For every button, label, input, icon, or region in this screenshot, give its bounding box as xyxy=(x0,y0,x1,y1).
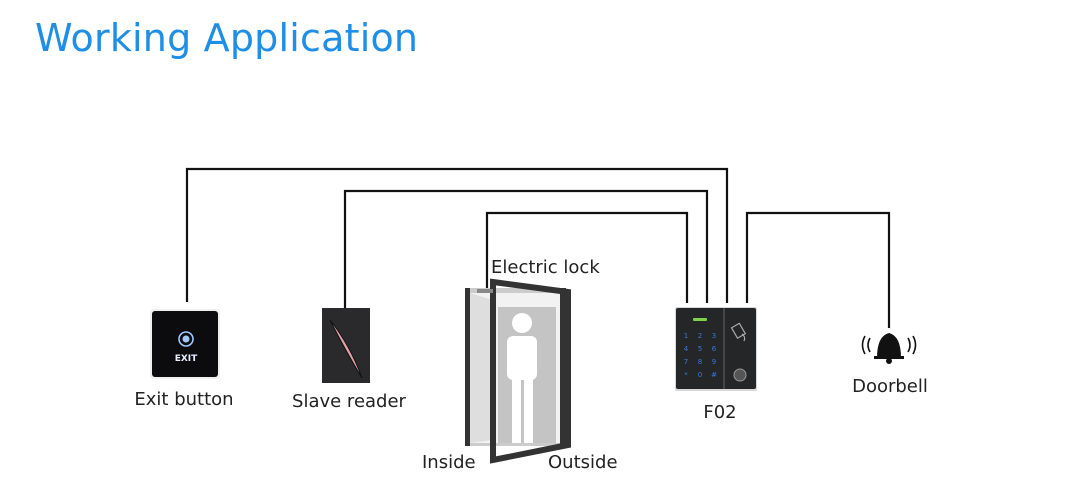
exit-button-device: EXIT xyxy=(150,309,220,379)
wire-slave-reader xyxy=(343,189,709,308)
slave-reader-device xyxy=(322,308,370,383)
outside-label: Outside xyxy=(548,452,618,473)
hand-icon xyxy=(178,331,194,347)
status-led xyxy=(693,318,707,321)
page-title: Working Application xyxy=(35,16,419,60)
keypad-key: 4 xyxy=(684,345,689,353)
electric-lock-icon xyxy=(477,289,493,293)
keypad-key: 6 xyxy=(712,345,717,353)
inside-label: Inside xyxy=(422,452,476,473)
keypad-key: # xyxy=(711,371,717,379)
f02-label: F02 xyxy=(703,402,736,423)
keypad: 1 2 3 4 5 6 7 8 9 * 0 # xyxy=(684,332,717,379)
keypad-key: * xyxy=(684,371,688,379)
keypad-key: 2 xyxy=(698,332,702,340)
doorbell-label: Doorbell xyxy=(852,376,928,397)
keypad-key: 3 xyxy=(712,332,716,340)
exit-button-label: Exit button xyxy=(134,389,233,410)
f02-keypad-device: 1 2 3 4 5 6 7 8 9 * 0 # xyxy=(675,307,757,391)
keypad-key: 7 xyxy=(684,358,688,366)
keypad-key: 5 xyxy=(698,345,702,353)
keypad-key: 1 xyxy=(684,332,688,340)
doorbell-icon xyxy=(861,333,917,364)
keypad-key: 8 xyxy=(698,358,702,366)
card-icon xyxy=(730,322,747,342)
slave-reader-label: Slave reader xyxy=(292,391,407,412)
electric-lock-label: Electric lock xyxy=(491,257,600,278)
person-icon xyxy=(507,313,537,443)
wire-doorbell xyxy=(745,211,891,328)
wire-exit-button xyxy=(185,167,729,303)
door-device xyxy=(465,278,571,464)
exit-glyph-text: EXIT xyxy=(175,354,198,364)
keypad-key: 0 xyxy=(698,371,702,379)
fingerprint-sensor xyxy=(733,368,747,382)
keypad-key: 9 xyxy=(712,358,716,366)
wire-electric-lock xyxy=(485,211,689,303)
